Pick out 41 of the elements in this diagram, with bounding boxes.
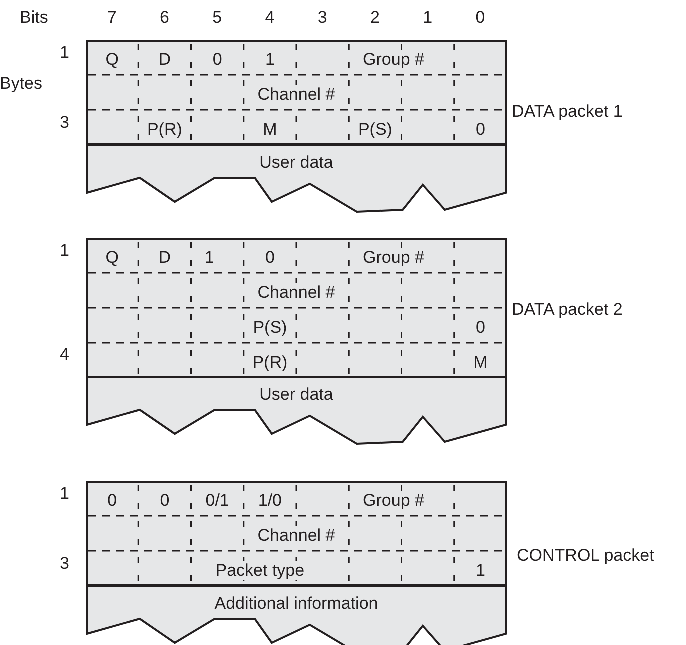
field-label: P(S) [357,120,394,139]
byte-number: 4 [60,345,70,365]
byte-number: 3 [60,554,70,574]
byte-number: 1 [60,241,70,261]
field-label: Channel # [256,85,336,104]
axis-label: Bits [20,8,48,28]
packet-name: DATA packet 2 [512,300,623,320]
field-label: Group # [362,50,426,69]
field-label: P(R) [146,120,184,139]
field-label: Additional information [214,594,378,613]
field-label: Q [104,50,120,69]
field-label: Q [104,248,120,267]
field-label: Channel # [256,283,336,302]
packet-name: DATA packet 1 [512,102,623,122]
byte-number: 1 [60,484,70,504]
bit-number: 5 [212,8,222,28]
field-label: Group # [362,248,426,267]
bit-number: 4 [265,8,275,28]
data-field-shape [86,586,507,645]
data-field-shape [86,377,507,447]
byte-number: 3 [60,113,70,133]
packet-header-table [86,40,507,145]
field-label: Group # [362,491,426,510]
field-label: Packet type [214,561,306,580]
field-label: Channel # [256,526,336,545]
axis-label: Bytes [0,74,43,94]
data-field-shape [86,145,507,215]
bit-number: 2 [370,8,380,28]
field-label: P(R) [252,353,289,372]
bit-number: 1 [423,8,433,28]
field-label: P(S) [252,318,288,337]
bit-number: 7 [107,8,117,28]
bit-number: 3 [318,8,328,28]
byte-number: 1 [60,43,70,63]
packet-name: CONTROL packet [517,546,654,566]
field-label: User data [260,153,334,172]
bit-number: 0 [476,8,486,28]
field-label: User data [260,385,334,404]
packet-header-table [86,238,507,378]
bit-number: 6 [160,8,170,28]
packet-header-table [86,481,507,586]
